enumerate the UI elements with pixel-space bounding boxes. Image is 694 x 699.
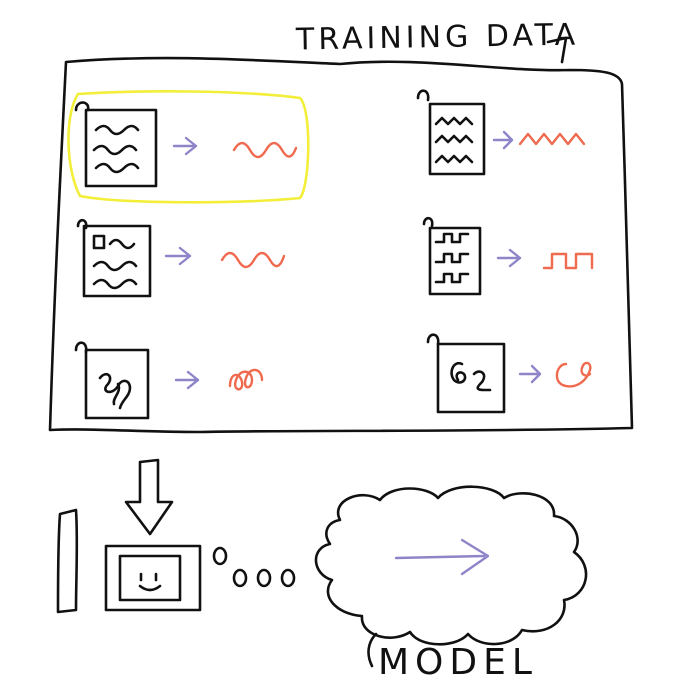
- model-cloud: [314, 485, 588, 646]
- smiley-icon: [138, 572, 162, 592]
- sine-wave-icon: [220, 251, 286, 269]
- thought-dots-icon: [212, 546, 296, 588]
- computer-tower: [56, 508, 79, 614]
- right-arrow-icon: [164, 246, 192, 266]
- box-and-wavy-lines-document-icon: [76, 218, 152, 298]
- title-underline-hook-icon: [546, 36, 568, 64]
- square-wave-icon: [542, 252, 594, 270]
- model-label: MODEL: [378, 642, 538, 683]
- right-arrow-icon: [496, 248, 522, 268]
- monitor-frame: [104, 544, 202, 612]
- zigzag-lines-document-icon: [416, 89, 486, 176]
- example-2: [416, 89, 586, 176]
- example-1: [74, 101, 298, 188]
- example-6: [426, 333, 592, 414]
- model-arrow-icon: [394, 538, 490, 576]
- model-bracket-icon: [367, 632, 378, 668]
- right-arrow-icon: [172, 136, 198, 156]
- loop-scribble-icon: [228, 368, 264, 391]
- wavy-lines-document-icon: [74, 101, 158, 188]
- curl-icon: [555, 361, 592, 388]
- zigzag-wave-icon: [518, 132, 586, 146]
- scribble-document-icon: [74, 341, 150, 420]
- monitor-screen: [118, 554, 182, 602]
- example-4: [422, 216, 594, 296]
- example-5: [74, 341, 264, 420]
- training-data-box: [48, 56, 634, 434]
- right-arrow-icon: [174, 370, 200, 390]
- square-wave-document-icon: [422, 216, 482, 296]
- right-arrow-icon: [518, 364, 542, 384]
- down-arrow-icon: [124, 458, 174, 536]
- computer-icon: [56, 508, 202, 614]
- example-3: [76, 218, 286, 298]
- right-arrow-icon: [492, 130, 514, 150]
- sine-wave-icon: [232, 141, 298, 159]
- diagram-title: TRAINING DATA: [295, 17, 580, 58]
- highlight-outline: [67, 90, 310, 204]
- curl-scribble-document-icon: [426, 333, 506, 414]
